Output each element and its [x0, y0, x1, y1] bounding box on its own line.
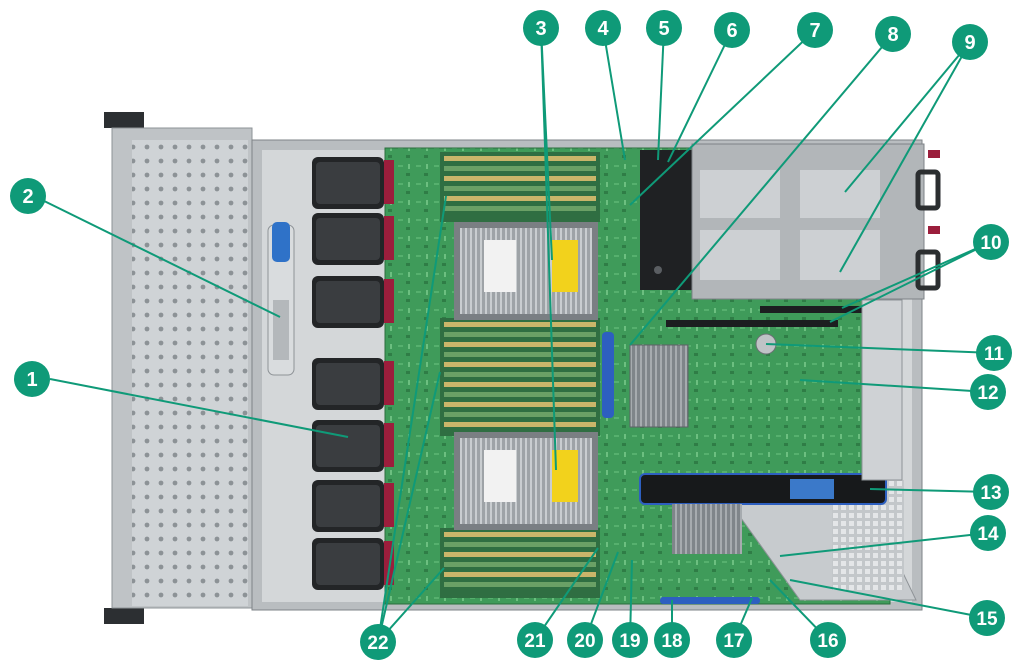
callout-label: 13: [980, 483, 1001, 504]
storage-controller-bay: [640, 150, 692, 290]
energy-pack: [267, 222, 295, 376]
callout-label: 5: [658, 18, 669, 40]
callout-circle: [810, 622, 846, 658]
callout-circle: [797, 12, 833, 48]
callout-label: 8: [887, 24, 898, 46]
pcie-slot: [760, 306, 870, 313]
fan: [312, 480, 394, 532]
callout-label: 9: [964, 32, 975, 54]
callout-circle: [523, 10, 559, 46]
callout-circle: [517, 622, 553, 658]
callout-label: 2: [22, 186, 33, 208]
dimm-bank-upper: [440, 152, 600, 222]
dimm-bank-middle: [440, 318, 600, 436]
callout-label: 4: [597, 18, 609, 40]
callout-5: 5: [646, 10, 682, 46]
callout-circle: [973, 224, 1009, 260]
callout-label: 22: [367, 633, 388, 654]
callout-16: 16: [810, 622, 846, 658]
processor-heatsink-2: [454, 432, 598, 530]
leader-lines: [33, 27, 995, 643]
pcie-slot: [666, 320, 838, 327]
callout-circle: [952, 24, 988, 60]
callout-circle: [716, 622, 752, 658]
callout-label: 11: [984, 344, 1005, 365]
callout-13: 13: [973, 474, 1009, 510]
riser-cage: [639, 299, 917, 601]
callout-15: 15: [969, 600, 1005, 636]
fan-array: [312, 157, 394, 590]
callout-label: 18: [661, 631, 682, 652]
callout-22: 22: [360, 624, 396, 660]
callout-circle: [654, 622, 690, 658]
fan: [312, 157, 394, 209]
callout-circle: [875, 16, 911, 52]
callout-label: 17: [723, 631, 744, 652]
power-supply-bays: [691, 143, 941, 300]
processor-heatsink-1: [454, 222, 598, 320]
callout-label: 3: [535, 18, 546, 40]
callout-circle: [970, 515, 1006, 551]
callout-circle: [969, 600, 1005, 636]
callout-21: 21: [517, 622, 553, 658]
callout-7: 7: [797, 12, 833, 48]
lower-heatsink: [672, 504, 742, 554]
callout-label: 6: [726, 20, 737, 42]
fan: [312, 276, 394, 328]
blue-latch: [602, 332, 614, 418]
blue-handle: [660, 597, 760, 604]
callout-10: 10: [973, 224, 1009, 260]
callout-label: 10: [980, 233, 1001, 254]
callout-14: 14: [970, 515, 1006, 551]
callout-circle: [714, 12, 750, 48]
callout-label: 20: [574, 631, 595, 652]
fan: [312, 538, 394, 590]
callout-20: 20: [567, 622, 603, 658]
callout-12: 12: [970, 374, 1006, 410]
callout-3: 3: [523, 10, 559, 46]
callout-1: 1: [14, 361, 50, 397]
callout-9: 9: [952, 24, 988, 60]
dimm-bank-lower: [440, 528, 600, 598]
callout-circle: [646, 10, 682, 46]
fan: [312, 213, 394, 265]
callout-label: 15: [976, 609, 998, 630]
fan: [312, 358, 394, 410]
fan: [312, 420, 394, 472]
callout-circle: [360, 624, 396, 660]
callout-19: 19: [612, 622, 648, 658]
callout-8: 8: [875, 16, 911, 52]
callout-4: 4: [585, 10, 621, 46]
callout-label: 1: [26, 369, 37, 391]
callout-label: 19: [619, 631, 640, 652]
callout-17: 17: [716, 622, 752, 658]
callout-label: 14: [977, 524, 999, 545]
chipset-heatsink: [629, 344, 689, 428]
callout-18: 18: [654, 622, 690, 658]
callout-label: 12: [977, 383, 998, 404]
callout-label: 21: [524, 631, 546, 652]
callout-circle: [585, 10, 621, 46]
callout-2: 2: [10, 178, 46, 214]
callout-11: 11: [976, 335, 1012, 371]
callout-circle: [10, 178, 46, 214]
callout-circle: [970, 374, 1006, 410]
callout-6: 6: [714, 12, 750, 48]
callout-circle: [567, 622, 603, 658]
callout-circle: [976, 335, 1012, 371]
callout-circle: [973, 474, 1009, 510]
callout-label: 7: [809, 20, 820, 42]
callout-circle: [612, 622, 648, 658]
callout-circle: [14, 361, 50, 397]
callout-label: 16: [817, 631, 838, 652]
